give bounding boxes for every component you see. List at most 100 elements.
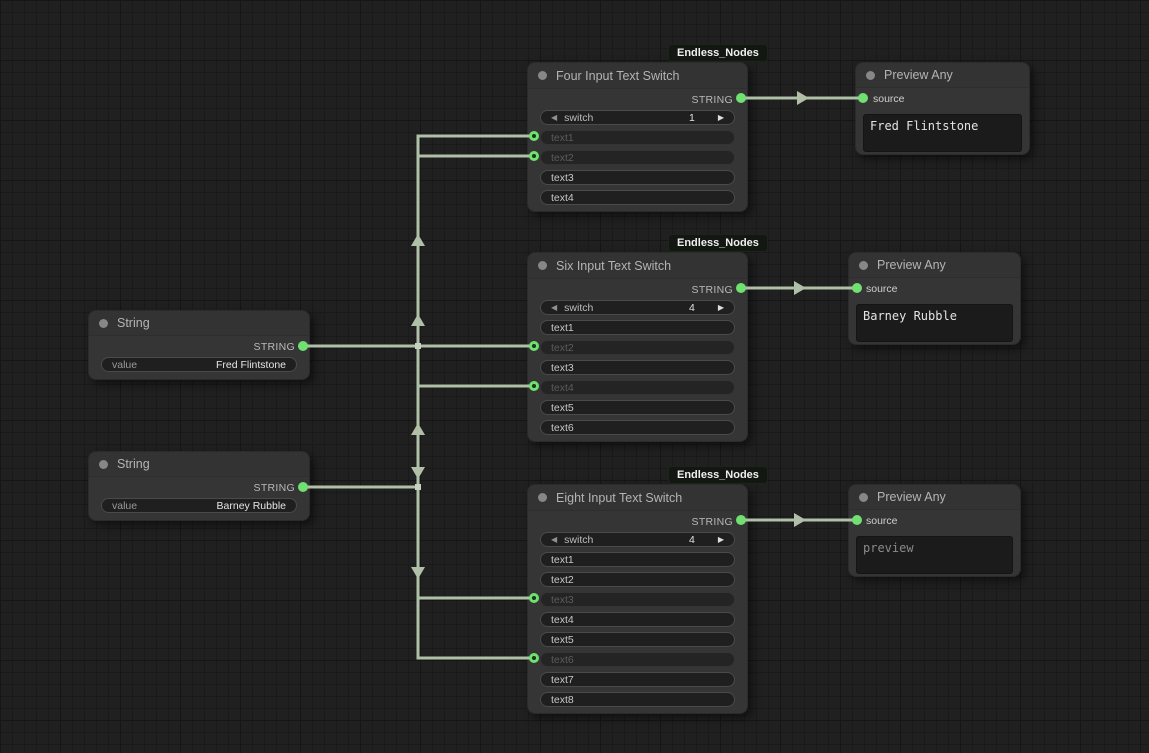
- collapse-dot-icon[interactable]: [538, 71, 547, 80]
- switch-widget[interactable]: ◀ switch 4 ▶: [540, 300, 735, 315]
- node-badge: Endless_Nodes: [668, 466, 768, 484]
- widget-row: text4: [528, 190, 747, 210]
- widget-text4[interactable]: text4: [540, 190, 735, 205]
- preview-textarea[interactable]: Barney Rubble: [856, 304, 1013, 342]
- wire-arrow-down-icon: [411, 567, 425, 579]
- widget-text1[interactable]: text1: [540, 320, 735, 335]
- widget-text2[interactable]: text2: [540, 150, 735, 165]
- widget-label: text4: [551, 613, 574, 626]
- wire-arrow-right-icon: [794, 281, 806, 295]
- widget-text3[interactable]: text3: [540, 592, 735, 607]
- widget-row: text8: [528, 692, 747, 712]
- output-label: STRING: [691, 515, 733, 528]
- widget-text6[interactable]: text6: [540, 420, 735, 435]
- widget-label: text3: [551, 593, 574, 606]
- switch-widget[interactable]: ◀ switch 1 ▶: [540, 110, 735, 125]
- switch-widget[interactable]: ◀ switch 4 ▶: [540, 532, 735, 547]
- widget-text7[interactable]: text7: [540, 672, 735, 687]
- widget-label: text8: [551, 693, 574, 706]
- switch-label: switch: [564, 301, 594, 314]
- preview-textarea[interactable]: preview: [856, 536, 1013, 574]
- node-string-2[interactable]: String STRING value Barney Rubble: [88, 451, 310, 521]
- node-title: Preview Any: [884, 68, 953, 82]
- collapse-dot-icon[interactable]: [859, 260, 868, 270]
- widget-text5[interactable]: text5: [540, 632, 735, 647]
- widget-row: ◀ switch 4 ▶: [528, 532, 747, 552]
- widget-label: text4: [551, 381, 574, 394]
- node-title-bar[interactable]: Six Input Text Switch: [528, 253, 747, 279]
- widget-row: text4: [528, 612, 747, 632]
- input-label: source: [866, 515, 898, 527]
- switch-value: 1: [689, 111, 695, 124]
- widget-row: text7: [528, 672, 747, 692]
- widget-row: text3: [528, 360, 747, 380]
- node-four-input-text-switch[interactable]: Four Input Text Switch STRING ◀ switch 1…: [527, 62, 748, 212]
- wire-junction: [415, 343, 421, 349]
- wire-junction: [415, 484, 421, 490]
- widget-text4[interactable]: text4: [540, 380, 735, 395]
- input-label: source: [866, 283, 898, 295]
- widget-row: value Fred Flintstone: [89, 357, 309, 377]
- widget-label: text1: [551, 553, 574, 566]
- widget-text2[interactable]: text2: [540, 340, 735, 355]
- collapse-dot-icon[interactable]: [866, 70, 875, 80]
- collapse-dot-icon[interactable]: [99, 318, 108, 328]
- node-string-1[interactable]: String STRING value Fred Flintstone: [88, 310, 310, 380]
- widget-row: text1: [528, 552, 747, 572]
- node-title-bar[interactable]: Preview Any: [856, 63, 1029, 88]
- collapse-dot-icon[interactable]: [859, 492, 868, 502]
- switch-prev-icon[interactable]: ◀: [551, 534, 558, 544]
- widget-label: text1: [551, 131, 574, 144]
- widget-text4[interactable]: text4: [540, 612, 735, 627]
- node-title-bar[interactable]: String: [89, 452, 309, 477]
- node-title: Preview Any: [877, 490, 946, 504]
- widget-text1[interactable]: text1: [540, 552, 735, 567]
- widget-value: Fred Flintstone: [215, 358, 286, 371]
- collapse-dot-icon[interactable]: [538, 493, 547, 502]
- switch-prev-icon[interactable]: ◀: [551, 112, 558, 122]
- switch-prev-icon[interactable]: ◀: [551, 302, 558, 312]
- node-eight-input-text-switch[interactable]: Eight Input Text Switch STRING ◀ switch …: [527, 484, 748, 714]
- node-title-bar[interactable]: Four Input Text Switch: [528, 63, 747, 89]
- widget-text2[interactable]: text2: [540, 572, 735, 587]
- widget-label: text6: [551, 653, 574, 666]
- wire-arrow-up-icon: [411, 234, 425, 246]
- widget-text6[interactable]: text6: [540, 652, 735, 667]
- node-title: Four Input Text Switch: [556, 68, 680, 83]
- switch-next-icon[interactable]: ▶: [717, 302, 724, 312]
- output-slot-row: STRING: [528, 279, 747, 300]
- widget-text1[interactable]: text1: [540, 130, 735, 145]
- widget-label: text6: [551, 421, 574, 434]
- switch-next-icon[interactable]: ▶: [717, 534, 724, 544]
- node-six-input-text-switch[interactable]: Six Input Text Switch STRING ◀ switch 4 …: [527, 252, 748, 442]
- wire-arrow-up-icon: [411, 423, 425, 435]
- widget-label: text2: [551, 573, 574, 586]
- widget-label: value: [112, 358, 138, 371]
- node-title-bar[interactable]: String: [89, 311, 309, 336]
- input-slot-row: source: [856, 88, 1029, 110]
- widget-text8[interactable]: text8: [540, 692, 735, 707]
- value-widget[interactable]: value Fred Flintstone: [101, 357, 297, 372]
- collapse-dot-icon[interactable]: [99, 459, 108, 469]
- node-preview-any-2[interactable]: Preview Any source Barney Rubble: [848, 252, 1021, 345]
- output-slot-row: STRING: [528, 511, 747, 532]
- node-title-bar[interactable]: Preview Any: [849, 253, 1020, 278]
- widget-text3[interactable]: text3: [540, 170, 735, 185]
- widget-label: text1: [551, 321, 574, 334]
- widget-text5[interactable]: text5: [540, 400, 735, 415]
- node-title-bar[interactable]: Preview Any: [849, 485, 1020, 510]
- value-widget[interactable]: value Barney Rubble: [101, 498, 297, 513]
- node-title-bar[interactable]: Eight Input Text Switch: [528, 485, 747, 511]
- wire-arrow-down-icon: [411, 467, 425, 479]
- output-label: STRING: [253, 481, 295, 494]
- node-preview-any-1[interactable]: Preview Any source Fred Flintstone: [855, 62, 1030, 155]
- input-slot-row: source: [849, 510, 1020, 532]
- collapse-dot-icon[interactable]: [538, 261, 547, 270]
- preview-textarea[interactable]: Fred Flintstone: [863, 114, 1022, 152]
- widget-value: Barney Rubble: [216, 499, 286, 512]
- node-title: String: [117, 457, 150, 471]
- widget-text3[interactable]: text3: [540, 360, 735, 375]
- node-preview-any-3[interactable]: Preview Any source preview: [848, 484, 1021, 577]
- switch-next-icon[interactable]: ▶: [717, 112, 724, 122]
